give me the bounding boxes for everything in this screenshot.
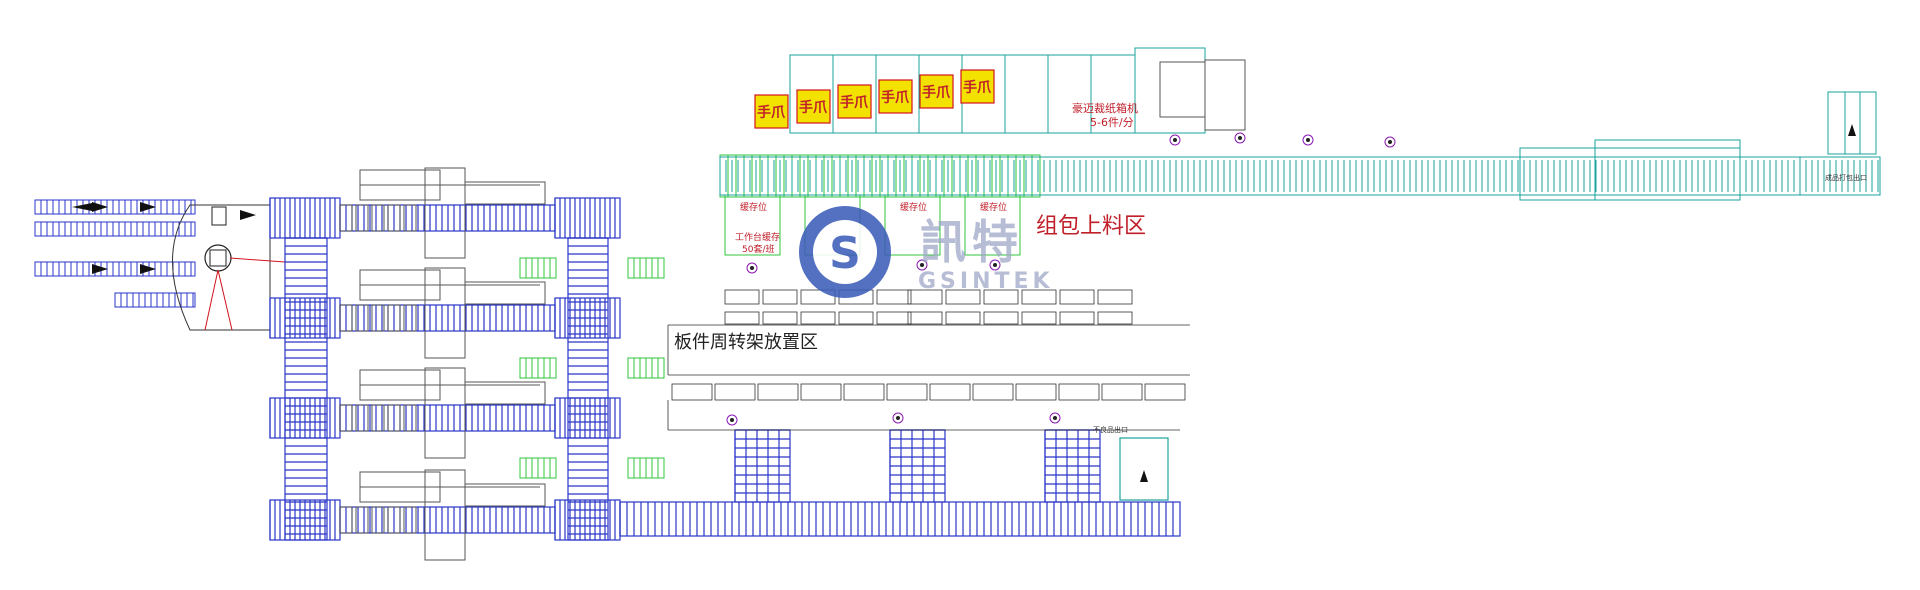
machine-head (424, 167, 466, 259)
rack (724, 311, 760, 325)
brand-en: GSINTEK (918, 269, 1054, 294)
carton-box: 手爪 (754, 94, 789, 129)
robot-cell (172, 204, 286, 331)
rack (1144, 383, 1186, 401)
board-rack-area-label: 板件周转架放置区 (674, 332, 818, 353)
rack (671, 383, 713, 401)
rack (1015, 383, 1057, 401)
carton-label: 手爪 (922, 84, 951, 101)
rack (876, 289, 912, 305)
bottom-conveyor (619, 429, 1181, 537)
rack (838, 311, 874, 325)
rack (800, 383, 842, 401)
rack (907, 289, 943, 305)
operator-marker (726, 414, 738, 426)
rack (762, 311, 798, 325)
rack (800, 311, 836, 325)
station-label-1: 缓存位 (740, 201, 767, 213)
carton-box: 手爪 (878, 79, 913, 114)
processing-machines (339, 167, 546, 561)
carton-box: 手爪 (919, 74, 954, 109)
machine-head (424, 267, 466, 359)
rack (876, 311, 912, 325)
operator-marker (1384, 136, 1396, 148)
station-label-2: 缓存位 (900, 201, 927, 213)
outlet-arrow-top (1848, 124, 1856, 136)
operator-marker (1302, 134, 1314, 146)
carton-label: 手爪 (799, 99, 828, 116)
rack (1021, 289, 1057, 305)
rack (843, 383, 885, 401)
rack (1101, 383, 1143, 401)
rack (929, 383, 971, 401)
right-station-note: 成品打包出口 (1825, 173, 1867, 182)
station-label-3: 缓存位 (980, 201, 1007, 213)
rack (983, 289, 1019, 305)
operator-marker (916, 259, 928, 271)
rack (945, 289, 981, 305)
operator-marker (989, 259, 1001, 271)
machine-head (424, 469, 466, 561)
carton-label: 手爪 (963, 79, 992, 96)
operator-marker (746, 262, 758, 274)
rack (1059, 311, 1095, 325)
carton-label: 手爪 (757, 104, 786, 121)
carton-box: 手爪 (960, 69, 995, 104)
rack (907, 311, 943, 325)
carton-boxes: 手爪手爪手爪手爪手爪手爪 (754, 69, 995, 129)
rack (1058, 383, 1100, 401)
rack (1097, 311, 1133, 325)
green-modules-left (519, 257, 665, 479)
rack (972, 383, 1014, 401)
infeed-conveyors (34, 199, 196, 308)
carton-label: 手爪 (840, 94, 869, 111)
rack (1097, 289, 1133, 305)
rack (1021, 311, 1057, 325)
rack (757, 383, 799, 401)
carton-machine-label: 豪迈裁纸箱机 (1072, 101, 1138, 115)
gsintek-watermark: S (799, 206, 891, 298)
rack (945, 311, 981, 325)
package-loading-area-label: 组包上料区 (1036, 214, 1146, 239)
carton-magazine (789, 47, 1246, 134)
rack (1059, 289, 1095, 305)
rack (800, 289, 836, 305)
machine-head (424, 367, 466, 459)
station-work-label: 工作台缓存 (735, 231, 780, 243)
rack (714, 383, 756, 401)
carton-rate-label: 5-6件/分 (1090, 116, 1134, 129)
outlet-arrow-bottom (1140, 470, 1148, 482)
operator-marker (892, 412, 904, 424)
exit-box-top-right (1827, 91, 1877, 155)
rack (762, 289, 798, 305)
rack (886, 383, 928, 401)
operator-markers (726, 132, 1396, 426)
exit-mark-label: 不良品出口 (1093, 425, 1128, 434)
carton-box: 手爪 (837, 84, 872, 119)
operator-marker (1234, 132, 1246, 144)
operator-marker (1169, 134, 1181, 146)
carton-label: 手爪 (881, 89, 910, 106)
infeed-rollers (34, 200, 194, 307)
operator-marker (1049, 412, 1061, 424)
station-count-label: 50套/班 (742, 243, 775, 255)
carton-box: 手爪 (796, 89, 831, 124)
infeed-arrows (72, 202, 256, 274)
left-conveyor-network (269, 197, 621, 541)
brand-cn: 訊特 (920, 215, 1024, 269)
rack (724, 289, 760, 305)
rack (983, 311, 1019, 325)
rack-area (667, 289, 1190, 431)
logo-letter: S (829, 228, 861, 279)
main-packaging-line (719, 139, 1881, 201)
